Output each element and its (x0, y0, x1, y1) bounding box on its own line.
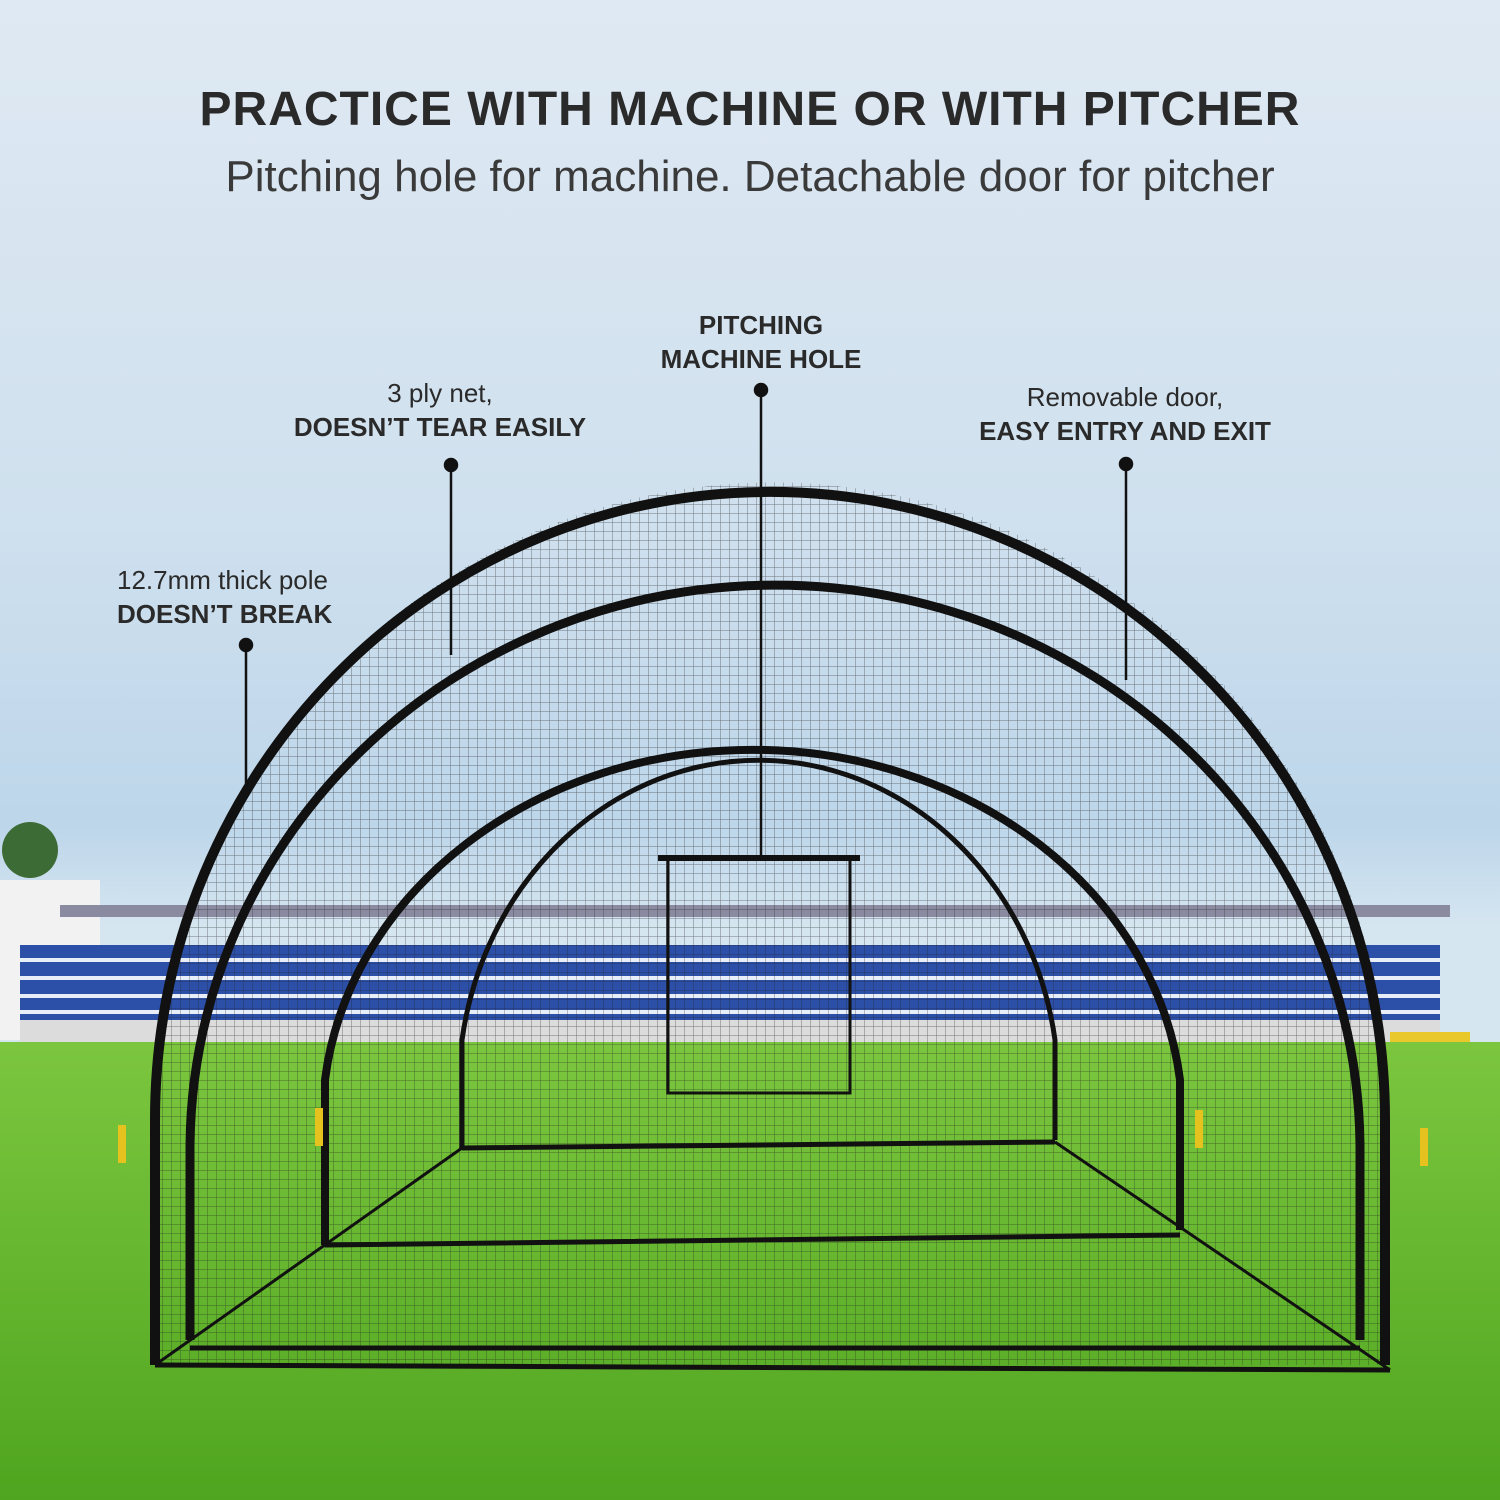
subheadline: Pitching hole for machine. Detachable do… (225, 152, 1275, 201)
annotation-line1: 12.7mm thick pole (117, 565, 328, 595)
annotation-line2: DOESN’T TEAR EASILY (293, 412, 587, 442)
annotation-door: Removable door, EASY ENTRY AND EXIT (925, 380, 1325, 448)
headline: PRACTICE WITH MACHINE OR WITH PITCHER (199, 83, 1301, 136)
annotation-line1: 3 ply net, (387, 378, 493, 408)
annotation-line2: DOESN’T BREAK (117, 599, 333, 629)
annotation-line1: Removable door, (1026, 382, 1224, 412)
annotation-machine-hole: PITCHING MACHINE HOLE (611, 308, 911, 376)
annotation-line2: EASY ENTRY AND EXIT (979, 416, 1271, 446)
annotation-pole: 12.7mm thick pole DOESN’T BREAK (117, 563, 417, 631)
annotation-line2: MACHINE HOLE (660, 344, 862, 374)
annotation-net: 3 ply net, DOESN’T TEAR EASILY (240, 376, 640, 444)
annotation-line1: PITCHING (698, 310, 824, 340)
cage-frame (150, 487, 1391, 1373)
callout-lines (238, 382, 1134, 858)
